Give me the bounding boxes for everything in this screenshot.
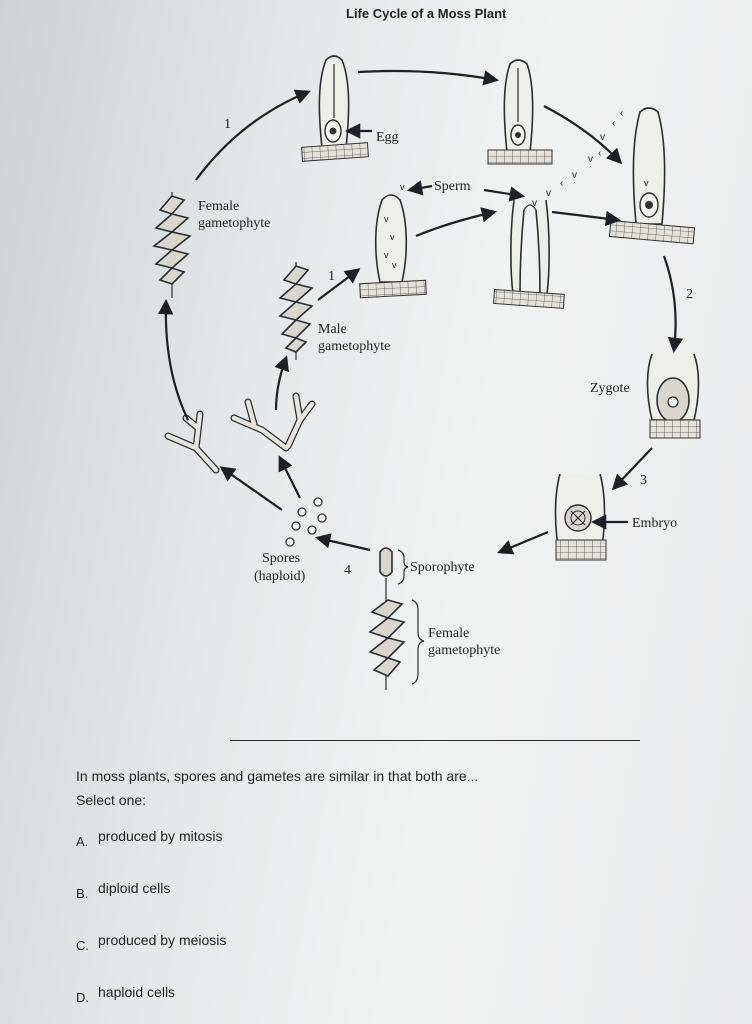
label-spores-haploid: (haploid) xyxy=(254,569,306,584)
step-1-male: 1 xyxy=(328,269,335,284)
divider xyxy=(230,740,640,741)
svg-text:v: v xyxy=(532,198,537,209)
option-a[interactable]: A. produced by mitosis xyxy=(76,828,223,849)
embryo-archegonium xyxy=(554,473,607,561)
spores xyxy=(285,497,327,547)
option-d-letter: D. xyxy=(76,990,89,1005)
svg-text:‹: ‹ xyxy=(598,148,601,159)
label-embryo: Embryo xyxy=(632,516,677,531)
step-1-top: 1 xyxy=(224,117,231,132)
sperm-pointer xyxy=(406,180,433,196)
label-egg: Egg xyxy=(376,130,399,145)
zygote-archegonium xyxy=(646,353,701,439)
svg-text:‹: ‹ xyxy=(560,178,563,189)
label-female-gametophyte-bottom-2: gametophyte xyxy=(428,643,500,658)
svg-text:v: v xyxy=(392,260,397,270)
protonema-right xyxy=(230,392,316,452)
select-prompt: Select one: xyxy=(76,792,147,808)
step-2: 2 xyxy=(686,287,693,302)
archegonium-egg xyxy=(301,55,369,162)
label-spores: Spores xyxy=(262,551,300,566)
svg-text:v: v xyxy=(384,250,389,260)
female-gametophyte-plant-top xyxy=(152,192,192,298)
cycle-arrows xyxy=(157,69,684,555)
sperm-released: v‹ xyxy=(400,182,413,194)
svg-text:v: v xyxy=(390,232,395,242)
label-male-gametophyte-2: gametophyte xyxy=(318,339,390,354)
step-3: 3 xyxy=(640,473,647,488)
sporophyte-plant xyxy=(368,547,406,690)
option-c[interactable]: C. produced by meiosis xyxy=(76,932,227,953)
antheridium-open xyxy=(492,199,565,309)
label-female-gametophyte-top: Female xyxy=(198,199,239,214)
diagram-title: Life Cycle of a Moss Plant xyxy=(346,6,507,21)
option-b[interactable]: B. diploid cells xyxy=(76,880,171,901)
label-female-gametophyte-top-2: gametophyte xyxy=(198,216,270,231)
svg-text:v: v xyxy=(384,214,389,224)
archegonium-middle xyxy=(487,59,553,165)
label-sporophyte: Sporophyte xyxy=(410,560,475,575)
svg-text:‹: ‹ xyxy=(612,118,615,129)
svg-text:v: v xyxy=(572,170,577,181)
step-4: 4 xyxy=(344,563,351,578)
moss-life-cycle-diagram: Life Cycle of a Moss Plant Egg v v‹‹ v‹v… xyxy=(152,6,701,690)
label-male-gametophyte: Male xyxy=(318,322,347,337)
swimming-sperm: v‹‹ v‹v ‹vv xyxy=(532,108,623,209)
option-c-letter: C. xyxy=(76,938,89,953)
label-zygote: Zygote xyxy=(590,381,630,396)
option-c-label: produced by meiosis xyxy=(98,932,227,948)
svg-text:v: v xyxy=(546,188,551,199)
male-gametophyte-plant xyxy=(278,262,314,360)
option-b-letter: B. xyxy=(76,886,89,901)
option-b-label: diploid cells xyxy=(98,880,171,896)
female-gametophyte-brace xyxy=(411,599,425,685)
question-text: In moss plants, spores and gametes are s… xyxy=(76,768,479,784)
archegonium-fertilization: v xyxy=(608,107,696,245)
label-female-gametophyte-bottom: Female xyxy=(428,626,469,641)
svg-text:v: v xyxy=(588,154,593,165)
label-sperm: Sperm xyxy=(434,179,471,194)
option-a-letter: A. xyxy=(76,834,89,849)
option-a-label: produced by mitosis xyxy=(98,828,223,844)
svg-text:v: v xyxy=(400,182,405,192)
sporophyte-brace xyxy=(397,549,409,585)
antheridium-sperm: vv vv xyxy=(359,194,427,299)
svg-text:‹: ‹ xyxy=(620,108,623,119)
svg-text:v: v xyxy=(600,132,605,143)
protonema-left xyxy=(164,410,220,474)
option-d-label: haploid cells xyxy=(98,984,176,1000)
option-d[interactable]: D. haploid cells xyxy=(76,984,176,1005)
svg-text:v: v xyxy=(644,178,649,188)
